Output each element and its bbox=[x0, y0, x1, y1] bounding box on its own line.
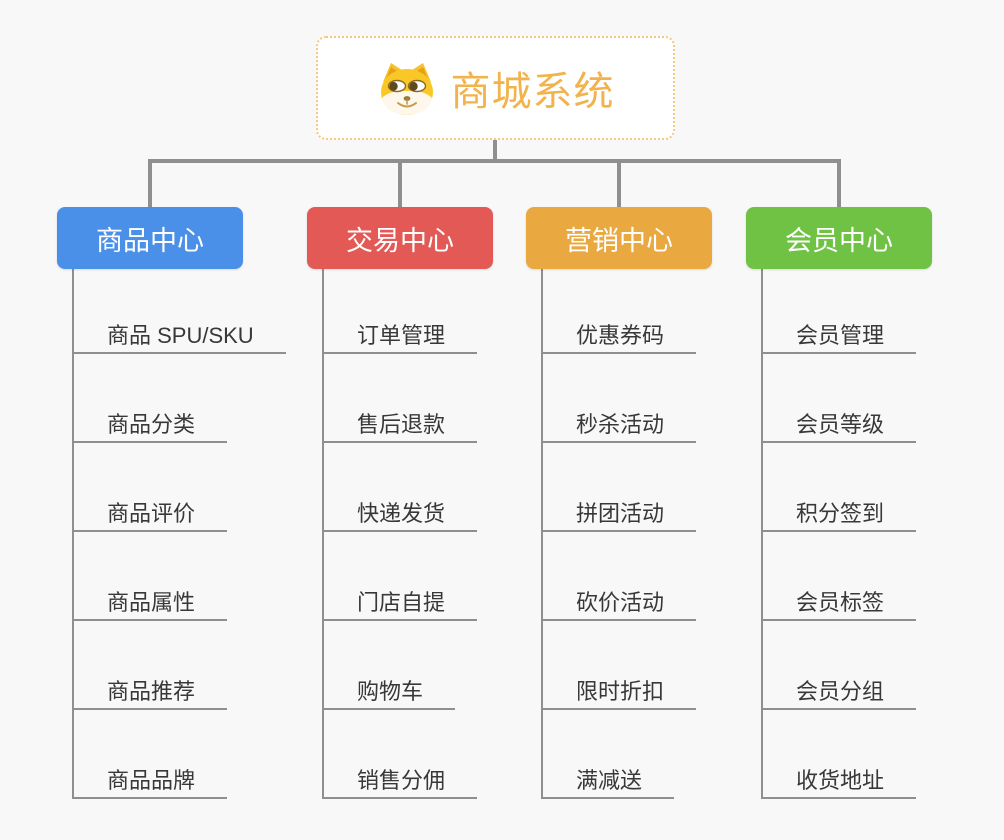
branch-label: 交易中心 bbox=[346, 225, 454, 256]
branch-node-trade-center[interactable]: 交易中心 bbox=[307, 207, 493, 269]
leaf-label: 销售分佣 bbox=[357, 767, 446, 793]
leaf-node[interactable]: 限时折扣 bbox=[543, 621, 697, 710]
leaf-label: 积分签到 bbox=[796, 500, 885, 526]
leaf-node[interactable]: 砍价活动 bbox=[543, 532, 697, 621]
leaf-node[interactable]: 收货地址 bbox=[763, 710, 917, 799]
branch-node-member-center[interactable]: 会员中心 bbox=[746, 207, 932, 269]
leaf-node[interactable]: 秒杀活动 bbox=[543, 354, 697, 443]
connector-root-stem bbox=[493, 140, 497, 163]
leaf-label: 会员等级 bbox=[796, 411, 885, 437]
leaf-label: 拼团活动 bbox=[576, 500, 665, 526]
leaf-label: 商品推荐 bbox=[107, 678, 196, 704]
leaf-label: 售后退款 bbox=[357, 411, 446, 437]
branch-leaves: 优惠券码秒杀活动拼团活动砍价活动限时折扣满减送 bbox=[541, 265, 697, 799]
root-title: 商城系统 bbox=[450, 70, 615, 114]
branch-leaves: 会员管理会员等级积分签到会员标签会员分组收货地址 bbox=[761, 265, 917, 799]
leaf-label: 会员管理 bbox=[796, 322, 885, 348]
leaf-node[interactable]: 门店自提 bbox=[324, 532, 478, 621]
leaf-node[interactable]: 会员等级 bbox=[763, 354, 917, 443]
leaf-label: 快递发货 bbox=[357, 500, 446, 526]
branch-node-marketing-center[interactable]: 营销中心 bbox=[526, 207, 712, 269]
leaf-node[interactable]: 商品品牌 bbox=[74, 710, 228, 799]
leaf-label: 商品品牌 bbox=[107, 767, 196, 793]
leaf-node[interactable]: 销售分佣 bbox=[324, 710, 478, 799]
connector-drop bbox=[148, 159, 152, 211]
leaf-label: 优惠券码 bbox=[576, 322, 665, 348]
leaf-node[interactable]: 会员分组 bbox=[763, 621, 917, 710]
branch-label: 商品中心 bbox=[96, 225, 204, 256]
leaf-label: 会员分组 bbox=[796, 678, 885, 704]
leaf-label: 限时折扣 bbox=[576, 678, 665, 704]
dog-face-icon bbox=[380, 63, 433, 115]
leaf-label: 商品分类 bbox=[107, 411, 196, 437]
connector-drop bbox=[398, 159, 402, 211]
branch-trade-center: 交易中心 订单管理售后退款快递发货门店自提购物车销售分佣 bbox=[307, 159, 493, 799]
branch-product-center: 商品中心 商品 SPU/SKU 商品分类商品评价商品属性商品推荐商品品牌 bbox=[57, 159, 286, 799]
leaf-label: 会员标签 bbox=[796, 589, 885, 615]
branch-label: 会员中心 bbox=[785, 225, 893, 256]
connector-horizontal-bar bbox=[148, 159, 841, 163]
leaf-node[interactable]: 售后退款 bbox=[324, 354, 478, 443]
leaf-label: 秒杀活动 bbox=[576, 411, 665, 437]
leaf-node[interactable]: 商品属性 bbox=[74, 532, 228, 621]
leaf-label: 砍价活动 bbox=[576, 589, 665, 615]
leaf-node[interactable]: 商品 SPU/SKU bbox=[74, 265, 286, 354]
branch-leaves: 订单管理售后退款快递发货门店自提购物车销售分佣 bbox=[322, 265, 478, 799]
leaf-node[interactable]: 商品推荐 bbox=[74, 621, 228, 710]
leaf-node[interactable]: 购物车 bbox=[324, 621, 456, 710]
leaf-label: 收货地址 bbox=[796, 767, 885, 793]
branch-member-center: 会员中心 会员管理会员等级积分签到会员标签会员分组收货地址 bbox=[746, 159, 932, 799]
branch-leaves: 商品 SPU/SKU 商品分类商品评价商品属性商品推荐商品品牌 bbox=[72, 265, 286, 799]
leaf-node[interactable]: 快递发货 bbox=[324, 443, 478, 532]
leaf-node[interactable]: 订单管理 bbox=[324, 265, 478, 354]
branch-marketing-center: 营销中心 优惠券码秒杀活动拼团活动砍价活动限时折扣满减送 bbox=[526, 159, 712, 799]
leaf-node[interactable]: 商品评价 bbox=[74, 443, 228, 532]
leaf-node[interactable]: 会员管理 bbox=[763, 265, 917, 354]
leaf-label: 订单管理 bbox=[357, 322, 446, 348]
leaf-node[interactable]: 拼团活动 bbox=[543, 443, 697, 532]
leaf-label: 商品评价 bbox=[107, 500, 196, 526]
branch-label: 营销中心 bbox=[565, 225, 673, 256]
leaf-label: 购物车 bbox=[357, 678, 424, 704]
leaf-label: 满减送 bbox=[576, 767, 643, 793]
leaf-node[interactable]: 会员标签 bbox=[763, 532, 917, 621]
leaf-node[interactable]: 商品分类 bbox=[74, 354, 228, 443]
leaf-node[interactable]: 满减送 bbox=[543, 710, 675, 799]
leaf-label: 门店自提 bbox=[357, 589, 446, 615]
branch-node-product-center[interactable]: 商品中心 bbox=[57, 207, 243, 269]
leaf-label: 商品 SPU/SKU bbox=[107, 322, 254, 348]
connector-drop bbox=[617, 159, 621, 211]
root-node[interactable]: 商城系统 bbox=[316, 36, 675, 140]
leaf-label: 商品属性 bbox=[107, 589, 196, 615]
leaf-node[interactable]: 积分签到 bbox=[763, 443, 917, 532]
connector-drop bbox=[837, 159, 841, 211]
leaf-node[interactable]: 优惠券码 bbox=[543, 265, 697, 354]
